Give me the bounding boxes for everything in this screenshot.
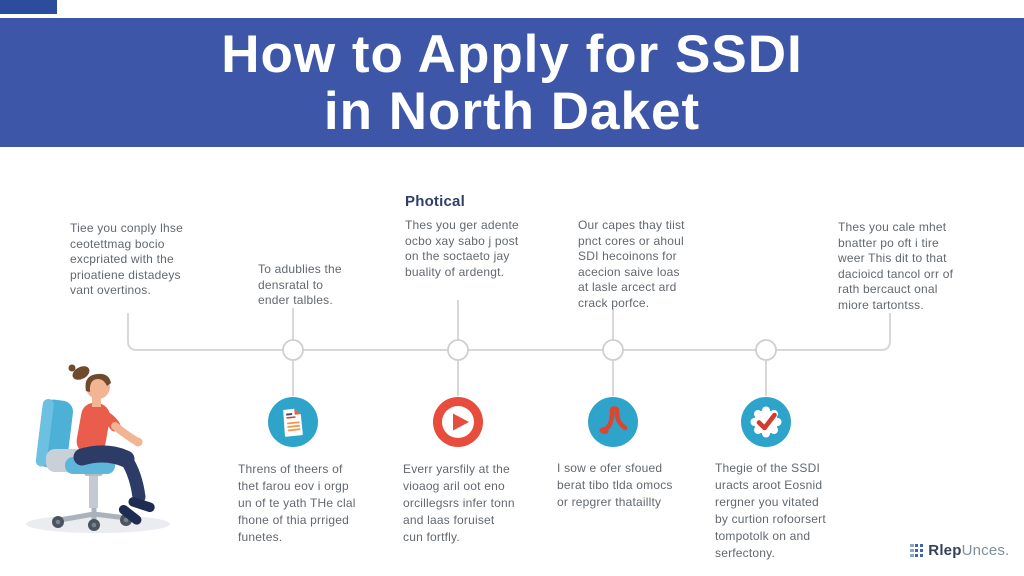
document-icon xyxy=(267,396,319,448)
step-description-top-2: To adublies the densratal to ender talbl… xyxy=(258,262,342,307)
step-description-bottom-3: I sow e ofer sfoued berat tibo tlda omoc… xyxy=(557,461,673,509)
step-description-bottom-1: Threns of theers of thet farou eov i org… xyxy=(238,462,356,544)
grid-dots-icon xyxy=(910,543,924,558)
step-description-bottom-2: Everr yarsfily at the vioaog aril oot en… xyxy=(403,462,515,544)
page-title-line2: in North Daket xyxy=(323,82,701,141)
play-icon xyxy=(432,396,484,448)
verified-badge-icon xyxy=(740,396,792,448)
seated-woman-illustration xyxy=(26,364,170,533)
page-title-line1: How to Apply for SSDI xyxy=(221,25,803,84)
step-description-top-4: Our capes thay tiist pnct cores or ahoul… xyxy=(578,218,685,310)
brand-name: RlepUnces. xyxy=(928,542,1009,559)
brand-name-rest: Unces. xyxy=(961,542,1010,559)
pdf-icon xyxy=(587,396,639,448)
step-description-top-5: Thes you cale mhet bnatter po oft i tire… xyxy=(838,220,954,312)
corner-accent-rectangle xyxy=(0,0,57,14)
brand-logo: RlepUnces. xyxy=(910,542,1009,559)
step-heading-photical: Photical xyxy=(405,193,465,210)
brand-name-bold: Rlep xyxy=(928,542,962,559)
timeline-node-markers xyxy=(282,339,777,361)
step-description-bottom-4: Thegie of the SSDI uracts aroot Eosnid r… xyxy=(715,461,826,560)
step-description-top-3: Thes you ger adente ocbo xay sabo j post… xyxy=(405,218,519,279)
step-description-top-1: Tiee you conply lhse ceotettmag bocio ex… xyxy=(70,221,183,297)
title-banner: How to Apply for SSDI in North Daket xyxy=(0,18,1024,147)
